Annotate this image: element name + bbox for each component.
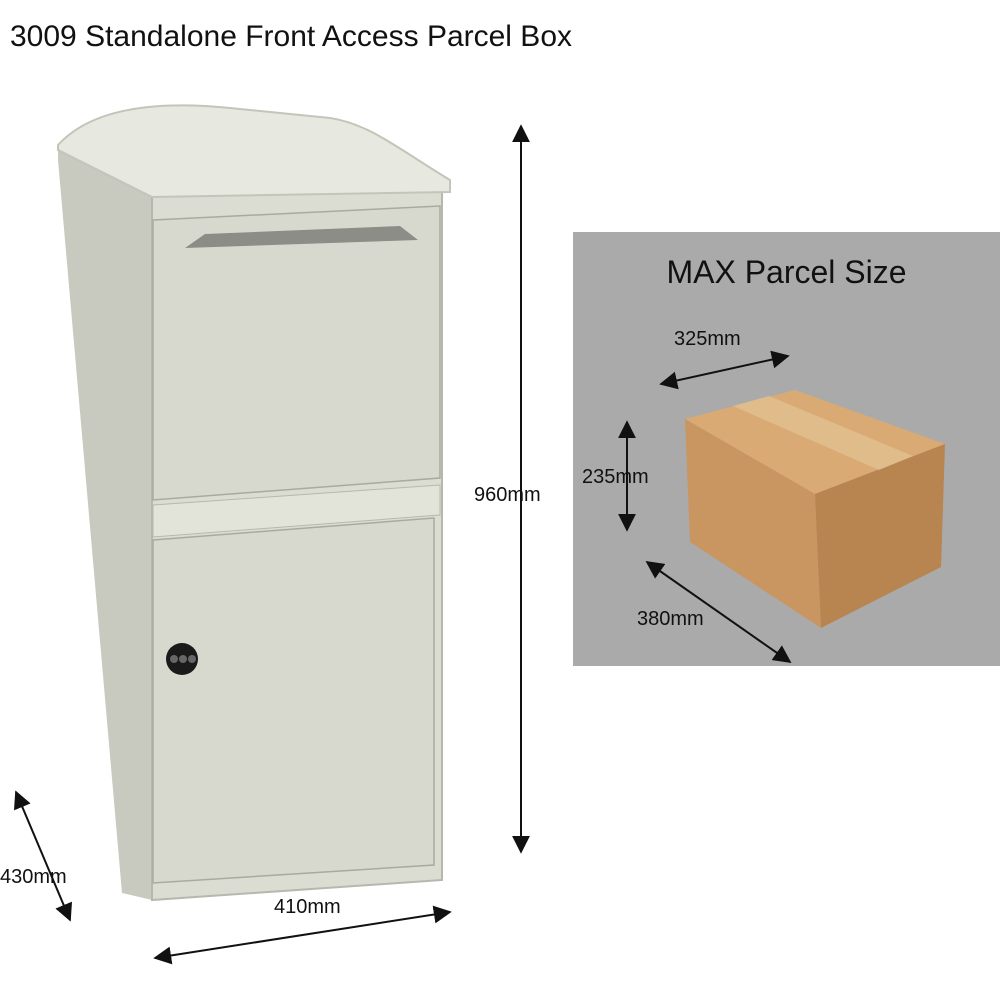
parcel-height-label: 235mm (582, 466, 649, 488)
lower-door (152, 517, 435, 884)
combination-lock[interactable] (166, 643, 198, 675)
carton-tape (733, 396, 913, 470)
parcel-length-label: 325mm (674, 328, 741, 350)
drop-flap (152, 205, 441, 501)
height-label: 960mm (474, 484, 541, 506)
flap-handle (185, 226, 418, 248)
page-title: 3009 Standalone Front Access Parcel Box (10, 20, 573, 53)
cardboard-box-illustration (618, 350, 945, 664)
carton-side (815, 444, 945, 628)
depth-arrow (14, 790, 72, 922)
divider-panel (152, 484, 441, 538)
box-side-panel (58, 145, 152, 900)
panel-title: MAX Parcel Size (666, 254, 907, 290)
depth-label: 430mm (0, 866, 67, 888)
width-arrow (153, 905, 452, 965)
box-lid (57, 104, 451, 199)
width-label: 410mm (274, 896, 341, 918)
parcel-width-label: 380mm (637, 608, 704, 630)
parcel-width-arrow (645, 560, 792, 664)
parcel-length-arrow (659, 350, 790, 390)
max-parcel-panel: MAX Parcel Size 325mm 235mm 380mm (573, 232, 1000, 666)
